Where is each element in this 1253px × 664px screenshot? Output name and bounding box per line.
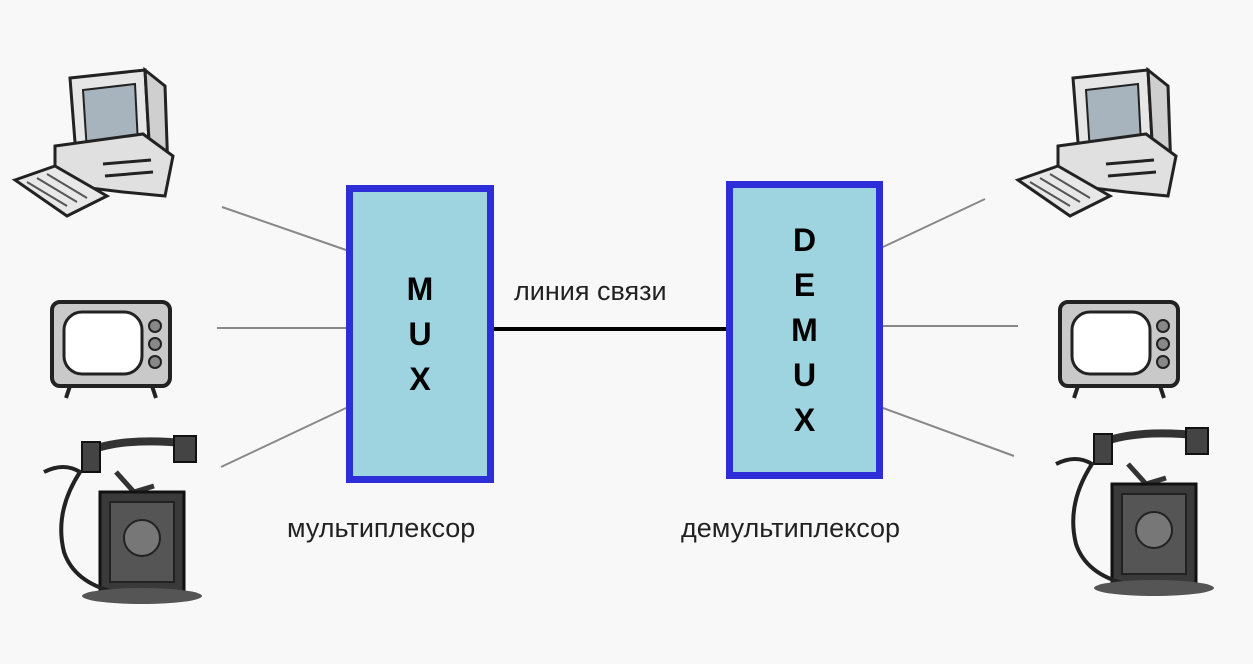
- mux-caption: мультиплексор: [287, 513, 476, 543]
- mux-letters: M U X: [407, 267, 434, 402]
- demux-letter: M: [791, 311, 818, 348]
- demux-caption: демультиплексор: [681, 513, 901, 543]
- wire-right-telephone: [882, 407, 1015, 457]
- telephone-icon: [43, 435, 202, 604]
- mux-letter: X: [409, 360, 431, 397]
- demux-letter: X: [793, 401, 816, 438]
- demux-letter: D: [792, 221, 817, 258]
- mux-block: M U X: [346, 185, 494, 483]
- mux-letter: M: [406, 270, 434, 307]
- communication-line-label: линия связи: [514, 276, 667, 306]
- wire-right-computer: [882, 198, 986, 248]
- mux-letter: U: [408, 315, 432, 352]
- computer-icon: [1014, 66, 1178, 218]
- tv-icon: [1058, 300, 1180, 399]
- telephone-icon: [1055, 427, 1214, 596]
- tv-icon: [50, 300, 172, 399]
- computer-icon: [11, 66, 175, 218]
- wire-left-computer: [221, 206, 347, 251]
- demux-block: D E M U X: [726, 181, 883, 479]
- demux-letters: D E M U X: [791, 218, 818, 443]
- demux-letter: U: [792, 356, 817, 393]
- wire-left-telephone: [220, 407, 347, 468]
- demux-letter: E: [793, 266, 816, 303]
